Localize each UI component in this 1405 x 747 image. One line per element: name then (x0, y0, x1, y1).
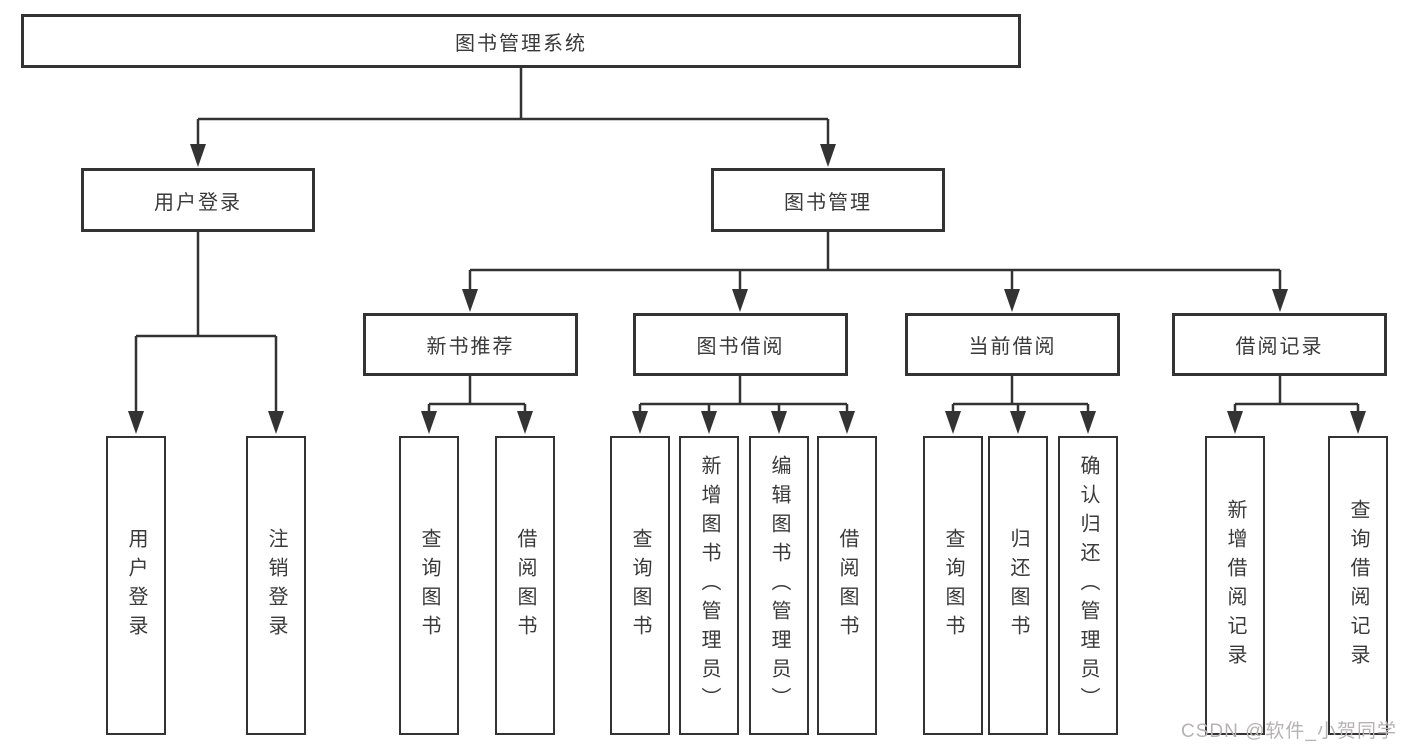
leaf-user-login: 用户登录 (106, 436, 166, 735)
node-current-borrow-label: 当前借阅 (968, 336, 1057, 358)
csdn-watermark: CSDN @软件_小贺同学 (1181, 721, 1397, 742)
node-new-book-recommend: 新书推荐 (363, 313, 578, 376)
leaf-label: 查询图书 (629, 527, 651, 644)
leaf-label: 新增图书（管理员） (698, 455, 720, 716)
leaf-query-books-current: 查询图书 (923, 436, 983, 735)
node-book-borrow-label: 图书借阅 (696, 336, 785, 358)
leaf-return-books: 归还图书 (988, 436, 1048, 735)
leaf-add-book-admin: 新增图书（管理员） (679, 436, 739, 735)
leaf-label: 新增借阅记录 (1224, 498, 1246, 673)
leaf-label: 查询图书 (418, 527, 440, 644)
leaf-label: 借阅图书 (836, 527, 858, 644)
leaf-label: 编辑图书（管理员） (768, 455, 790, 716)
node-book-management-label: 图书管理 (784, 191, 872, 214)
node-user-login-label: 用户登录 (154, 191, 242, 214)
leaf-logout: 注销登录 (246, 436, 306, 735)
leaf-query-borrow-record: 查询借阅记录 (1328, 436, 1388, 735)
leaf-label: 查询借阅记录 (1347, 498, 1369, 673)
leaf-edit-book-admin: 编辑图书（管理员） (749, 436, 809, 735)
node-root-label: 图书管理系统 (455, 32, 587, 55)
leaf-label: 归还图书 (1007, 527, 1029, 644)
node-root: 图书管理系统 (21, 14, 1021, 68)
leaf-label: 注销登录 (265, 527, 287, 644)
arrowheads (128, 144, 1366, 434)
leaf-borrow-books-recommend: 借阅图书 (495, 436, 555, 735)
leaf-confirm-return-admin: 确认归还（管理员） (1058, 436, 1118, 735)
leaf-label: 借阅图书 (514, 527, 536, 644)
node-book-borrow: 图书借阅 (633, 313, 848, 376)
node-new-book-recommend-label: 新书推荐 (426, 336, 515, 358)
leaf-label: 查询图书 (942, 527, 964, 644)
node-current-borrow: 当前借阅 (905, 313, 1120, 376)
leaf-query-books-recommend: 查询图书 (399, 436, 459, 735)
node-user-login: 用户登录 (81, 168, 315, 232)
node-book-management: 图书管理 (711, 168, 945, 232)
leaf-borrow-books: 借阅图书 (817, 436, 877, 735)
node-borrow-records-label: 借阅记录 (1235, 336, 1324, 358)
leaf-add-borrow-record: 新增借阅记录 (1205, 436, 1265, 735)
leaf-label: 确认归还（管理员） (1077, 455, 1099, 716)
leaf-label: 用户登录 (125, 527, 147, 644)
leaf-query-books-borrow: 查询图书 (610, 436, 670, 735)
node-borrow-records: 借阅记录 (1172, 313, 1387, 376)
